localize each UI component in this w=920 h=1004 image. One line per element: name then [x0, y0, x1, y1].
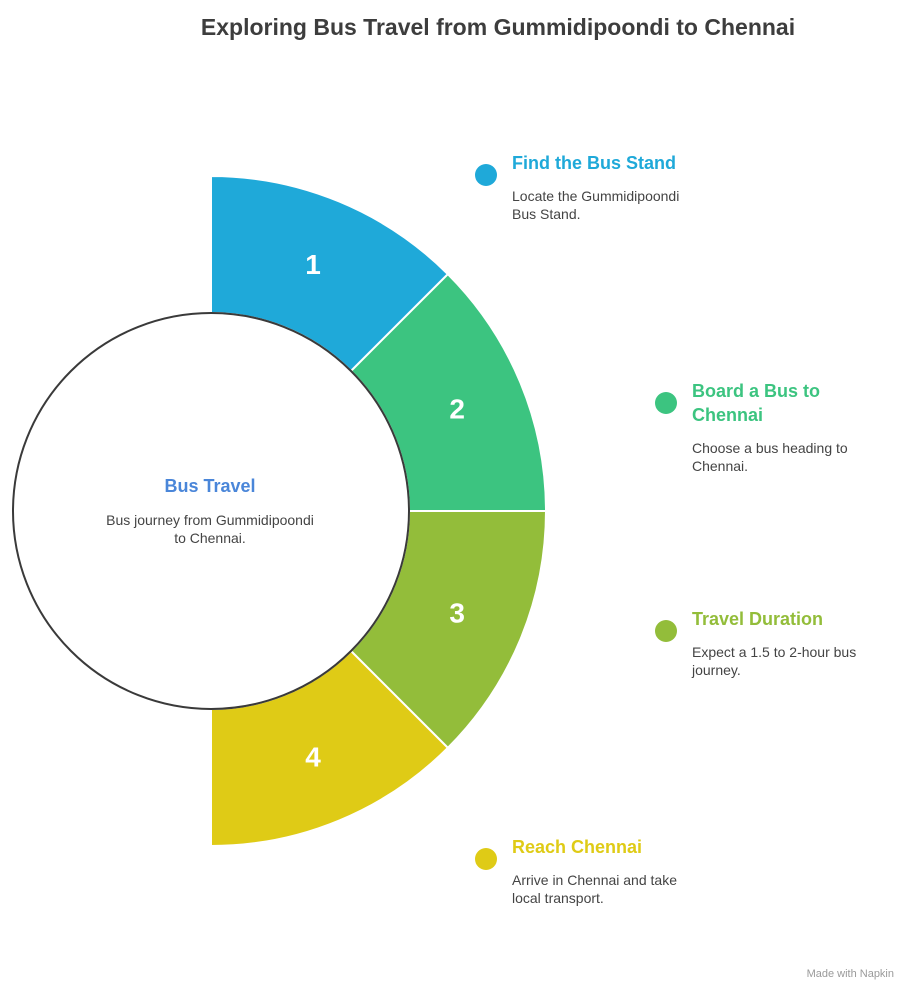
step-3-bullet — [655, 620, 677, 642]
step-3-title: Travel Duration — [692, 609, 824, 629]
napkin-credit: Made with Napkin — [806, 968, 894, 980]
step-1-bullet — [475, 164, 497, 186]
step-4-description: Arrive in Chennai and take local transpo… — [512, 872, 677, 906]
step-2-description: Choose a bus heading to Chennai. — [692, 440, 848, 474]
step-4-title: Reach Chennai — [512, 837, 643, 857]
step-4-bullet — [475, 848, 497, 870]
center-description: Bus journey from Gummidipoondi to Chenna… — [106, 512, 314, 546]
center-title: Bus Travel — [164, 476, 256, 496]
segment-number-2: 2 — [449, 393, 465, 424]
page-title: Exploring Bus Travel from Gummidipoondi … — [200, 14, 796, 40]
step-2-bullet — [655, 392, 677, 414]
step-1-description: Locate the Gummidipoondi Bus Stand. — [512, 188, 680, 222]
segment-number-3: 3 — [449, 597, 465, 628]
step-3-description: Expect a 1.5 to 2-hour bus journey. — [692, 644, 857, 678]
step-2-title: Board a Bus to Chennai — [692, 381, 821, 425]
center-circle — [12, 312, 410, 710]
segment-number-1: 1 — [305, 249, 321, 280]
step-1-title: Find the Bus Stand — [512, 153, 676, 173]
segment-number-4: 4 — [305, 742, 321, 773]
